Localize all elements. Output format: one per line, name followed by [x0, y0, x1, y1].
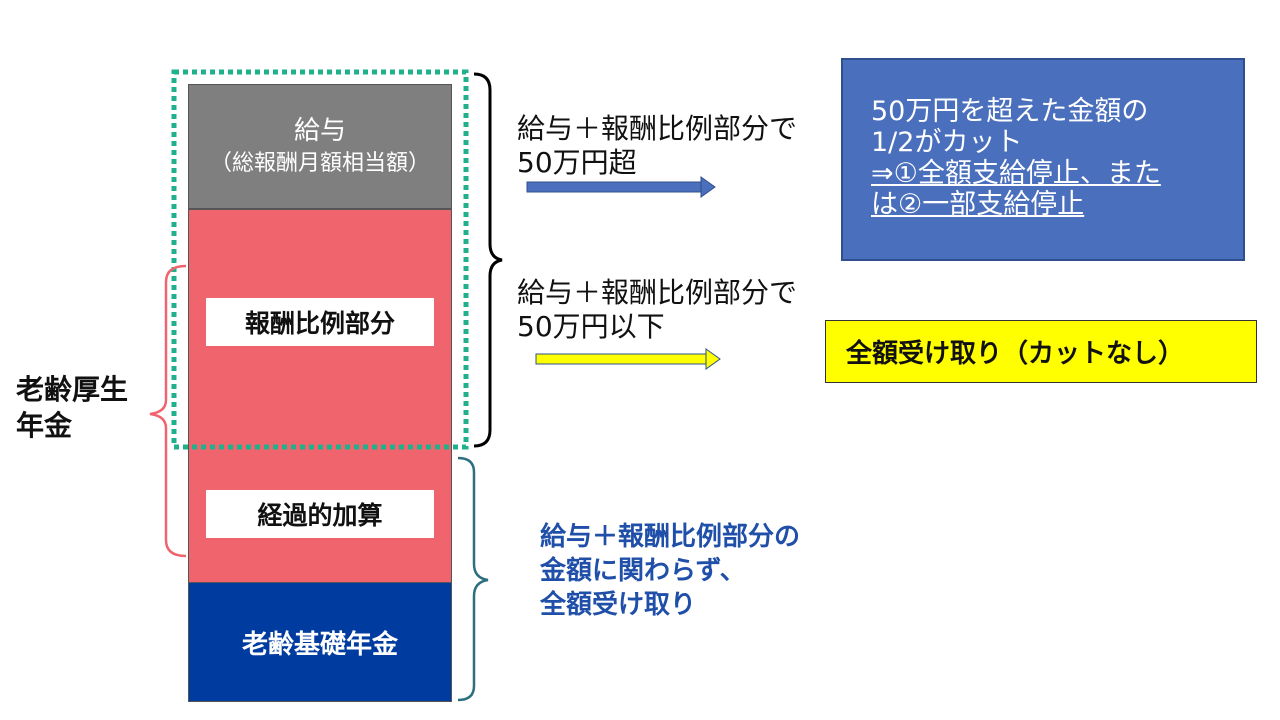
- salary-title: 給与: [293, 115, 346, 146]
- kiso-note: 給与＋報酬比例部分の 金額に関わらず、 全額受け取り: [540, 520, 800, 622]
- left-brace-pink: [149, 264, 187, 558]
- note-line2: 金額に関わらず、: [540, 556, 746, 586]
- over-line2: 50万円超: [517, 146, 637, 179]
- over-line1: 給与＋報酬比例部分で: [517, 112, 798, 145]
- hourei-label: 報酬比例部分: [206, 298, 434, 346]
- note-line3: 全額受け取り: [540, 590, 697, 620]
- kosei-label-line2: 年金: [16, 409, 73, 442]
- over-condition-text: 給与＋報酬比例部分で 50万円超: [517, 112, 797, 180]
- kosei-label-line1: 老齢厚生: [16, 373, 129, 406]
- info-line3: ⇒①全額支給停止、また: [871, 158, 1161, 189]
- full-receipt-text: 全額受け取り（カットなし）: [846, 339, 1185, 369]
- kosei-nenkin-label: 老齢厚生 年金: [16, 372, 128, 444]
- salary-block: 給与 （総報酬月額相当額）: [188, 84, 452, 209]
- info-line1: 50万円を超えた金額の: [871, 96, 1149, 127]
- arrow-under: [535, 348, 721, 370]
- arrow-over: [526, 176, 716, 198]
- note-line1: 給与＋報酬比例部分の: [540, 522, 801, 552]
- right-brace-teal: [457, 456, 489, 702]
- under-line2: 50万円以下: [517, 310, 665, 343]
- kiso-label: 老齢基礎年金: [241, 629, 398, 660]
- under-condition-text: 給与＋報酬比例部分で 50万円以下: [517, 276, 797, 344]
- under-line1: 給与＋報酬比例部分で: [517, 276, 798, 309]
- full-receipt-box: 全額受け取り（カットなし）: [825, 320, 1257, 383]
- cut-info-box: 50万円を超えた金額の 1/2がカット ⇒①全額支給停止、また は②一部支給停止: [841, 58, 1245, 261]
- keika-label: 経過的加算: [206, 490, 434, 538]
- right-brace-black: [473, 72, 503, 448]
- info-line2: 1/2がカット: [871, 127, 1023, 158]
- salary-subtitle: （総報酬月額相当額）: [209, 150, 430, 176]
- kiso-block: 老齢基礎年金: [188, 582, 452, 702]
- info-line4: は②一部支給停止: [871, 189, 1085, 220]
